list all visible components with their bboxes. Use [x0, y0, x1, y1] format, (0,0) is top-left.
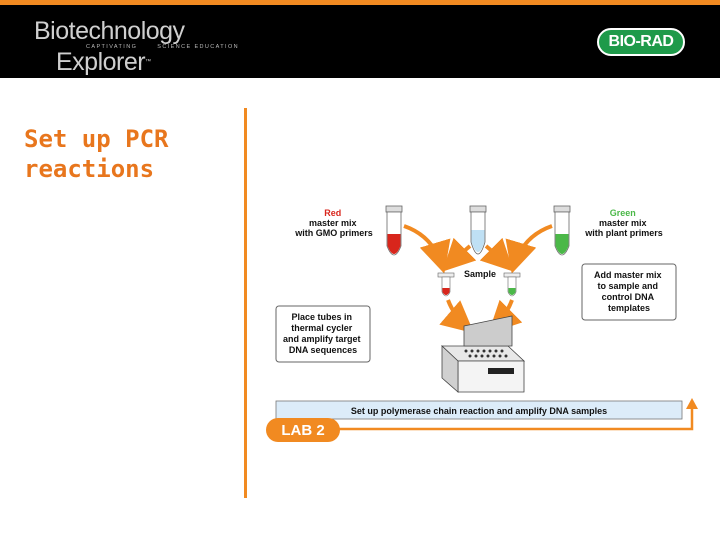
green-tube-label: Green master mix with plant primers — [584, 208, 663, 238]
arrow-red-to-left-tube — [403, 224, 451, 274]
header-accent-stripe — [0, 0, 720, 5]
lab-step-bar: Set up polymerase chain reaction and amp… — [275, 398, 698, 431]
bio-rad-logo[interactable]: BIO-RAD — [597, 28, 685, 56]
red-master-mix-tube — [385, 205, 403, 256]
arrow-sample-to-left-tube — [442, 237, 477, 272]
arrow-left-tube-to-cycler — [439, 299, 475, 334]
add-master-mix-line4: templates — [608, 303, 650, 313]
brand-wordmark: Biotechnology CAPTIVATING SCIENCE EDUCATI… — [34, 17, 238, 75]
brand-tagline: CAPTIVATING SCIENCE EDUCATION — [86, 44, 239, 50]
arrow-sample-to-right-tube — [479, 237, 514, 272]
lab-2-badge-text: LAB 2 — [281, 422, 324, 439]
add-master-mix-line1: Add master mix — [594, 270, 662, 280]
green-tube-label-line3: with plant primers — [584, 228, 663, 238]
pcr-setup-figure: Red master mix with GMO primers Green ma… — [266, 205, 698, 442]
add-master-mix-box: Add master mix to sample and control DNA… — [581, 263, 677, 321]
place-tubes-line2: thermal cycler — [291, 323, 353, 333]
small-tube-left — [437, 272, 455, 297]
tagline-left: CAPTIVATING — [86, 44, 138, 50]
brand-line-2-text: Explorer — [56, 48, 146, 76]
place-tubes-line1: Place tubes in — [291, 312, 352, 322]
green-tube-label-line2: master mix — [599, 218, 647, 228]
vertical-divider — [244, 108, 247, 498]
lab-2-badge: LAB 2 — [266, 418, 340, 442]
header-bar: Biotechnology CAPTIVATING SCIENCE EDUCATI… — [0, 0, 720, 78]
add-master-mix-line3: control DNA — [602, 292, 655, 302]
slide-title: Set up PCR reactions — [24, 125, 169, 183]
place-tubes-line4: DNA sequences — [289, 345, 357, 355]
red-tube-label-line2: master mix — [309, 218, 357, 228]
tagline-right: SCIENCE EDUCATION — [157, 44, 240, 50]
green-tube-label-line1: Green — [610, 208, 636, 218]
sample-tube — [469, 205, 487, 255]
place-tubes-line3: and amplify target — [283, 334, 361, 344]
lab-bar-text: Set up polymerase chain reaction and amp… — [351, 406, 607, 416]
small-tube-right — [503, 272, 521, 297]
brand-line-1: Biotechnology — [34, 17, 185, 45]
sample-label: Sample — [464, 269, 496, 279]
red-tube-label-line1: Red — [324, 208, 341, 218]
brand-line-2: Explorer™ — [56, 49, 185, 75]
green-master-mix-tube — [553, 205, 571, 256]
thermal-cycler-illustration — [440, 315, 526, 393]
red-tube-label: Red master mix with GMO primers — [294, 208, 373, 238]
svg-text:Place tubes in thermal c: Place tubes in thermal cycler and amplif… — [283, 312, 363, 355]
red-tube-label-line3: with GMO primers — [294, 228, 373, 238]
lab-bar-arrowhead — [686, 398, 698, 409]
place-tubes-box: Place tubes in thermal cycler and amplif… — [275, 305, 371, 363]
arrow-green-to-right-tube — [505, 224, 553, 274]
add-master-mix-line2: to sample and — [597, 281, 658, 291]
svg-text:Add master mix to sample: Add master mix to sample and control DNA… — [594, 270, 664, 313]
trademark-symbol: ™ — [145, 59, 151, 65]
